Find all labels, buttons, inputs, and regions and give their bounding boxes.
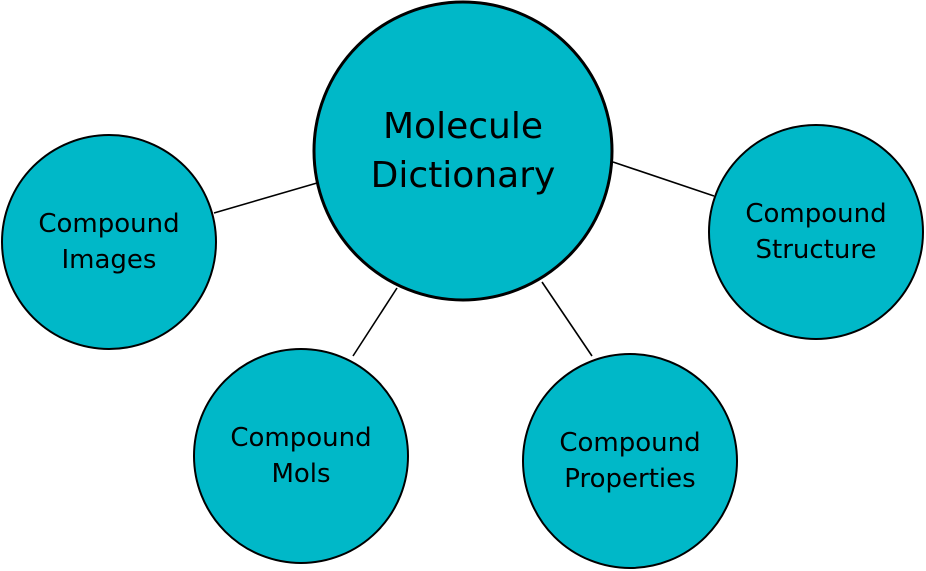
node-label-structure-line2: Structure — [756, 235, 877, 265]
node-label-properties-line1: Compound — [559, 428, 700, 458]
connector-images — [213, 182, 318, 214]
node-compound-properties: Compound Properties — [522, 353, 738, 569]
node-circle-properties — [522, 353, 738, 569]
center-label-line2: Dictionary — [371, 155, 556, 196]
node-circle-structure — [708, 124, 924, 340]
node-label-mols-line1: Compound — [230, 423, 371, 453]
center-circle — [312, 0, 614, 302]
connector-structure — [612, 161, 715, 197]
node-circle-mols — [193, 348, 409, 564]
node-label-images-line2: Images — [62, 245, 157, 275]
center-label-line1: Molecule — [383, 106, 543, 147]
node-label-mols-line2: Mols — [271, 459, 330, 489]
node-label-properties-line2: Properties — [564, 464, 695, 494]
center-node-molecule-dictionary: Molecule Dictionary — [312, 0, 614, 302]
node-label-images-line1: Compound — [38, 209, 179, 239]
connector-properties — [541, 281, 593, 357]
node-label-structure-line1: Compound — [745, 199, 886, 229]
connector-mols — [352, 287, 398, 357]
node-compound-structure: Compound Structure — [708, 124, 924, 340]
node-circle-images — [1, 134, 217, 350]
node-compound-mols: Compound Mols — [193, 348, 409, 564]
node-compound-images: Compound Images — [1, 134, 217, 350]
